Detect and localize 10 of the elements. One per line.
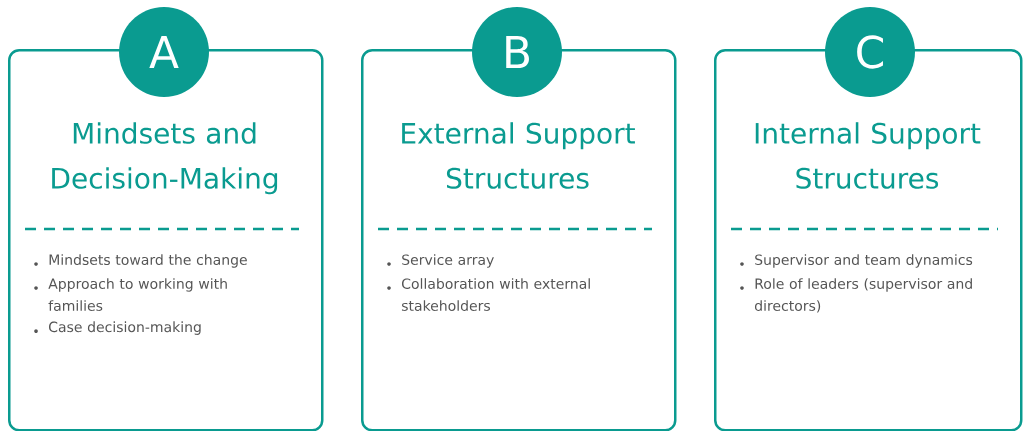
bullet-item: Case decision-making bbox=[34, 321, 201, 335]
bullet-item: Role of leaders (supervisor and directors) bbox=[740, 278, 972, 313]
bullet-item: Service array bbox=[387, 254, 494, 268]
card-heading: External Support Structures bbox=[402, 122, 635, 189]
bullet-item: Supervisor and team dynamics bbox=[740, 254, 973, 268]
bullet-item: Mindsets toward the change bbox=[34, 254, 247, 268]
bullet-item: Approach to working with families bbox=[34, 278, 227, 311]
card-heading: Mindsets and Decision-Making bbox=[52, 122, 278, 195]
bullet-item: Collaboration with external stakeholders bbox=[387, 278, 590, 311]
card-heading: Internal Support Structures bbox=[755, 122, 981, 189]
